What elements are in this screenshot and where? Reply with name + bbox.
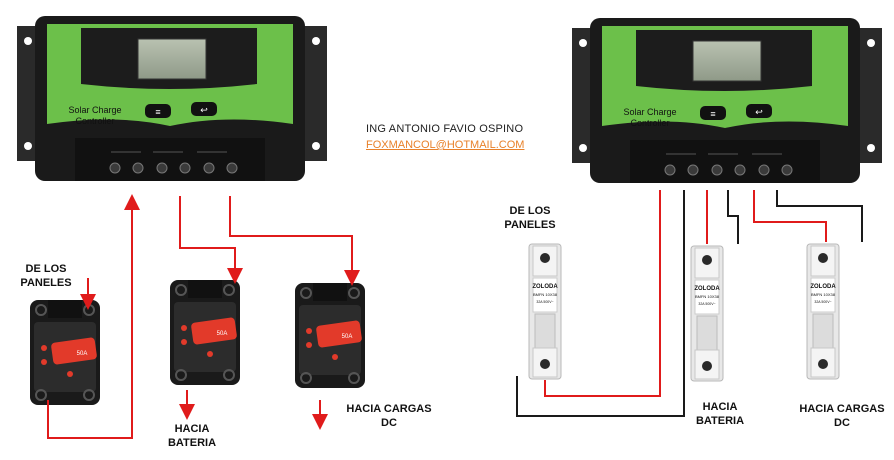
circuit-breaker-panels: 50A (29, 299, 101, 406)
wire-loads-positive (753, 190, 827, 242)
fuse-holder-panels: ZOLODA BMFN 10X38 32A 500V~ (528, 243, 562, 380)
wire-to-battery-breaker (179, 196, 243, 284)
svg-text:32A 500V~: 32A 500V~ (536, 300, 553, 304)
svg-text:BMFN 10X38: BMFN 10X38 (533, 292, 558, 297)
menu-icon: ≡ (710, 109, 715, 119)
right-wiring (516, 190, 863, 417)
return-icon: ↩ (200, 105, 208, 115)
return-icon: ↩ (755, 107, 763, 117)
svg-text:ZOLODA: ZOLODA (810, 284, 836, 290)
svg-text:50A: 50A (342, 334, 353, 340)
controller-label-line2: Controller (630, 118, 669, 128)
fuse-holder-battery: ZOLODA BMFN 10X38 32A 500V~ (690, 245, 724, 382)
left-wiring (47, 194, 360, 439)
author-email-link[interactable]: FOXMANCOL@HOTMAIL.COM (366, 139, 525, 151)
controller-label-line1: Solar Charge (623, 107, 676, 117)
wire-panels-positive (544, 190, 661, 397)
circuit-breaker-loads: 50A (294, 282, 366, 389)
label-battery-right: HACIA BATERIA (695, 401, 745, 427)
svg-text:32A 500V~: 32A 500V~ (814, 300, 831, 304)
svg-text:32A 500V~: 32A 500V~ (698, 302, 715, 306)
wire-battery-negative (727, 190, 739, 244)
wire-to-loads-breaker (229, 196, 360, 286)
label-panels-right: DE LOS PANELES (504, 205, 556, 231)
controller-label-line1: Solar Charge (68, 105, 121, 115)
label-loads-right: HACIA CARGAS DC (799, 403, 885, 429)
svg-text:ZOLODA: ZOLODA (694, 286, 720, 292)
svg-text:ZOLODA: ZOLODA (532, 284, 558, 290)
label-loads-left: HACIA CARGAS DC (346, 403, 432, 429)
label-panels-left: DE LOS PANELES (20, 263, 72, 289)
controller-label-line2: Controller (75, 116, 114, 126)
solar-charge-controller-right: Solar Charge Controller ≡ ↩ (571, 17, 883, 184)
svg-text:BMFN 10X38: BMFN 10X38 (811, 292, 836, 297)
svg-text:50A: 50A (77, 351, 88, 357)
author-name: ING ANTONIO FAVIO OSPINO (366, 123, 524, 135)
label-battery-left: HACIA BATERIA (167, 423, 217, 449)
fuse-holder-loads: ZOLODA BMFN 10X38 32A 500V~ (806, 243, 840, 380)
svg-text:50A: 50A (217, 331, 228, 337)
wire-panels-return (47, 194, 140, 439)
wire-panels-negative (516, 190, 685, 417)
solar-charge-controller-left: Solar Charge Controller ≡ ↩ (16, 15, 328, 182)
menu-icon: ≡ (155, 107, 160, 117)
circuit-breaker-battery: 50A (169, 279, 241, 386)
svg-text:BMFN 10X38: BMFN 10X38 (695, 294, 720, 299)
wire-loads-negative (776, 190, 863, 242)
